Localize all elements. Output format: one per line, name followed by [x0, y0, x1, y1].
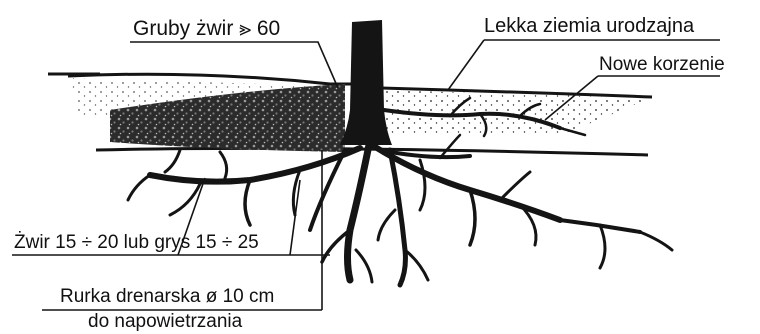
label-gravel-grit: Żwir 15 ÷ 20 lub grys 15 ÷ 25 — [14, 233, 259, 252]
label-new-roots: Nowe korzenie — [599, 55, 725, 74]
label-drain-pipe-purpose: do napowietrzania — [88, 312, 242, 331]
root-system — [128, 135, 672, 285]
label-coarse-gravel: Gruby żwir ⪢ 60 — [133, 18, 280, 39]
label-light-soil: Lekka ziemia urodzajna — [484, 16, 694, 36]
label-drain-pipe: Rurka drenarska ø 10 cm — [60, 287, 274, 306]
